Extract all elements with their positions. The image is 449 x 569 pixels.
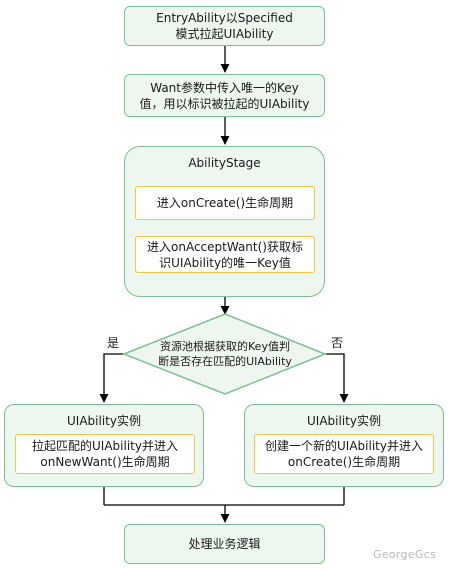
node-start-text: EntryAbility以Specified 模式拉起UIAbility [156,11,293,41]
node-onacceptwant: 进入onAcceptWant()获取标 识UIAbility的唯一Key值 [135,236,315,273]
node-ability-stage: AbilityStage [124,146,325,297]
edge-label-yes: 是 [107,336,120,350]
right-uiability-title: UIAbility实例 [307,414,381,428]
node-oncreate: 进入onCreate()生命周期 [135,186,315,220]
node-decision-text-wrap: 资源池根据获取的Key值判 断是否存在匹配的UIAbility [144,334,306,374]
ability-stage-title: AbilityStage [188,156,261,170]
node-right-oncreate-text: 创建一个新的UIAbility并进入 onCreate()生命周期 [265,439,423,469]
node-want-text: Want参数中传入唯一的Key 值，用以标识被拉起的UIAbility [139,80,310,111]
edge-label-no: 否 [331,336,344,350]
decision-diamond [121,313,328,395]
node-decision-text: 资源池根据获取的Key值判 断是否存在匹配的UIAbility [158,340,292,368]
node-end-text: 处理业务逻辑 [188,537,261,551]
edge-decision-no [325,353,349,403]
node-oncreate-text: 进入onCreate()生命周期 [156,196,294,210]
node-start: EntryAbility以Specified 模式拉起UIAbility [124,6,325,46]
node-want: Want参数中传入唯一的Key 值，用以标识被拉起的UIAbility [124,74,325,117]
node-left-onnewwant: 拉起匹配的UIAbility并进入 onNewWant()生命周期 [15,434,195,474]
edge-decision-yes [99,353,124,403]
node-onacceptwant-text: 进入onAcceptWant()获取标 识UIAbility的唯一Key值 [147,239,303,270]
watermark: GeorgeGcs [373,548,437,561]
node-right-oncreate: 创建一个新的UIAbility并进入 onCreate()生命周期 [254,434,434,474]
left-uiability-title: UIAbility实例 [67,414,141,428]
node-end: 处理业务逻辑 [124,524,325,564]
node-left-onnewwant-text: 拉起匹配的UIAbility并进入 onNewWant()生命周期 [32,439,178,469]
